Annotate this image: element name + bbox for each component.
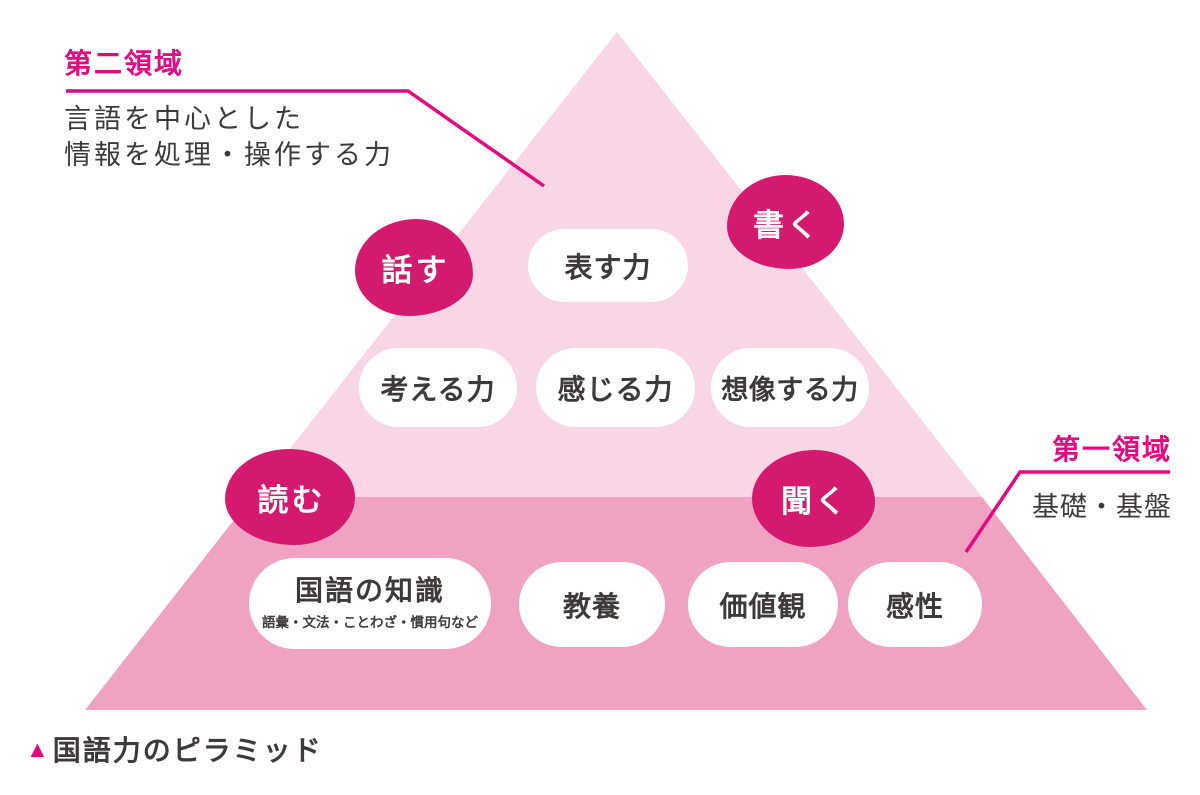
ability-pill-express: 表す力	[528, 229, 688, 302]
second-domain-title: 第二領域	[64, 48, 185, 79]
ability-pill-culture: 教養	[519, 562, 665, 647]
skill-bubble-write: 書く	[727, 175, 844, 269]
first-domain-description: 基礎・基盤	[1032, 492, 1172, 522]
knowledge-pill-title: 国語の知識	[294, 575, 445, 607]
ability-pill-knowledge: 国語の知識 語彙・文法・ことわざ・慣用句など	[249, 558, 491, 649]
first-domain-pointer-line	[964, 470, 1170, 553]
caption-triangle-icon: ▲	[26, 735, 49, 762]
ability-pill-sense: 感性	[848, 562, 982, 647]
first-domain-title: 第一領域	[1051, 434, 1172, 465]
ability-pill-imagine: 想像する力	[711, 348, 869, 427]
ability-pill-values: 価値観	[688, 562, 838, 647]
second-domain-description-line2: 情報を処理・操作する力	[64, 140, 394, 171]
knowledge-pill-subtitle: 語彙・文法・ことわざ・慣用句など	[262, 614, 478, 630]
ability-pill-think: 考える力	[359, 348, 517, 427]
first-domain-label-block: 第一領域 基礎・基盤	[1000, 428, 1172, 524]
caption-text: 国語力のピラミッド	[52, 735, 323, 766]
skill-bubble-read: 読む	[225, 449, 355, 545]
figure-caption: ▲ 国語力のピラミッド	[26, 729, 323, 769]
second-domain-description: 言語を中心とした 情報を処理・操作する力	[64, 101, 394, 174]
skill-bubble-listen: 聞く	[752, 450, 875, 547]
second-domain-pointer-line	[66, 89, 546, 188]
second-domain-description-line1: 言語を中心とした	[64, 104, 304, 134]
ability-pill-feel: 感じる力	[536, 348, 695, 427]
skill-bubble-speak: 話す	[355, 219, 473, 316]
